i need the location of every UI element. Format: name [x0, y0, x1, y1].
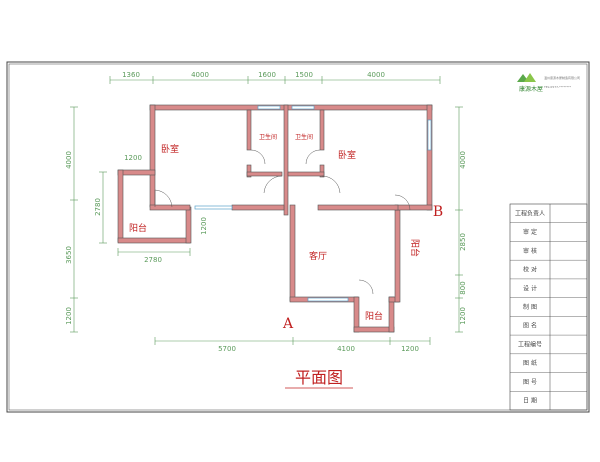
dim-left-1: 4000 — [65, 151, 73, 169]
dimension-lines — [70, 76, 463, 345]
dim-left-2: 3650 — [65, 246, 73, 264]
dim-balcony-top: 1200 — [124, 154, 142, 162]
drawing-frame — [6, 61, 590, 413]
dim-top-3: 1600 — [258, 71, 276, 79]
dim-top-4: 1500 — [295, 71, 313, 79]
dim-top-5: 4000 — [367, 71, 385, 79]
dim-right-3: 800 — [459, 281, 467, 294]
dim-right-2: 2850 — [459, 233, 467, 251]
room-living: 客厅 — [309, 250, 327, 262]
title-block-label: 审 定 — [523, 228, 537, 236]
title-block-label: 设 计 — [523, 284, 537, 292]
dim-right-4: 1200 — [459, 307, 467, 325]
logo-company: 温州康源木屋制造有限公司 — [544, 75, 580, 80]
logo-contact: TEL:0577-******** — [543, 85, 572, 89]
room-labels: 卧室 卧室 卫生间 卫生间 客厅 阳台 阳台 阳台 — [129, 133, 421, 322]
room-bedroom-right: 卧室 — [338, 149, 356, 161]
room-balcony-right: 阳台 — [409, 239, 421, 257]
dim-balcony-side: 2780 — [94, 198, 102, 216]
room-bath-right: 卫生间 — [295, 133, 313, 141]
dim-top-1: 1360 — [122, 71, 140, 79]
drawing-title: 平面图 — [295, 368, 343, 387]
dim-bottom-1: 5700 — [218, 345, 236, 353]
dim-top-2: 4000 — [191, 71, 209, 79]
room-balcony-bottom: 阳台 — [365, 310, 383, 322]
title-block-label: 工程负责人 — [515, 209, 545, 217]
dim-bottom-3: 1200 — [401, 345, 419, 353]
title-block-label: 审 核 — [523, 247, 537, 255]
axis-label-b: B — [433, 204, 443, 220]
title-block-label: 校 对 — [523, 266, 537, 274]
logo-brand: 康源木屋 — [519, 85, 543, 93]
dim-balcony-bottom: 2780 — [144, 256, 162, 264]
title-block-label: 图 名 — [523, 322, 537, 330]
dimension-labels: 1360 4000 1600 1500 4000 5700 4100 1200 … — [65, 71, 467, 353]
house-roof-icon — [524, 73, 536, 82]
title-block-label: 图 号 — [523, 379, 537, 386]
title-block-label: 图 纸 — [523, 359, 537, 367]
dim-balcony-inner: 1200 — [200, 217, 208, 235]
room-bedroom-left: 卧室 — [161, 143, 179, 155]
dim-left-3: 1200 — [65, 307, 73, 325]
title-block-label: 制 图 — [523, 303, 537, 311]
company-logo: 温州康源木屋制造有限公司 康源木屋 TEL:0577-******** — [517, 73, 580, 93]
room-bath-left: 卫生间 — [259, 133, 277, 141]
dim-right-1: 4000 — [459, 151, 467, 169]
title-block-label: 工程编号 — [518, 340, 542, 348]
drawing-frame-inner — [8, 63, 588, 411]
door-swings — [154, 149, 411, 295]
windows — [194, 105, 432, 302]
axis-label-a: A — [282, 316, 294, 332]
title-block-label: 日 期 — [523, 397, 537, 405]
room-balcony-left: 阳台 — [129, 222, 147, 234]
dim-bottom-2: 4100 — [337, 345, 355, 353]
